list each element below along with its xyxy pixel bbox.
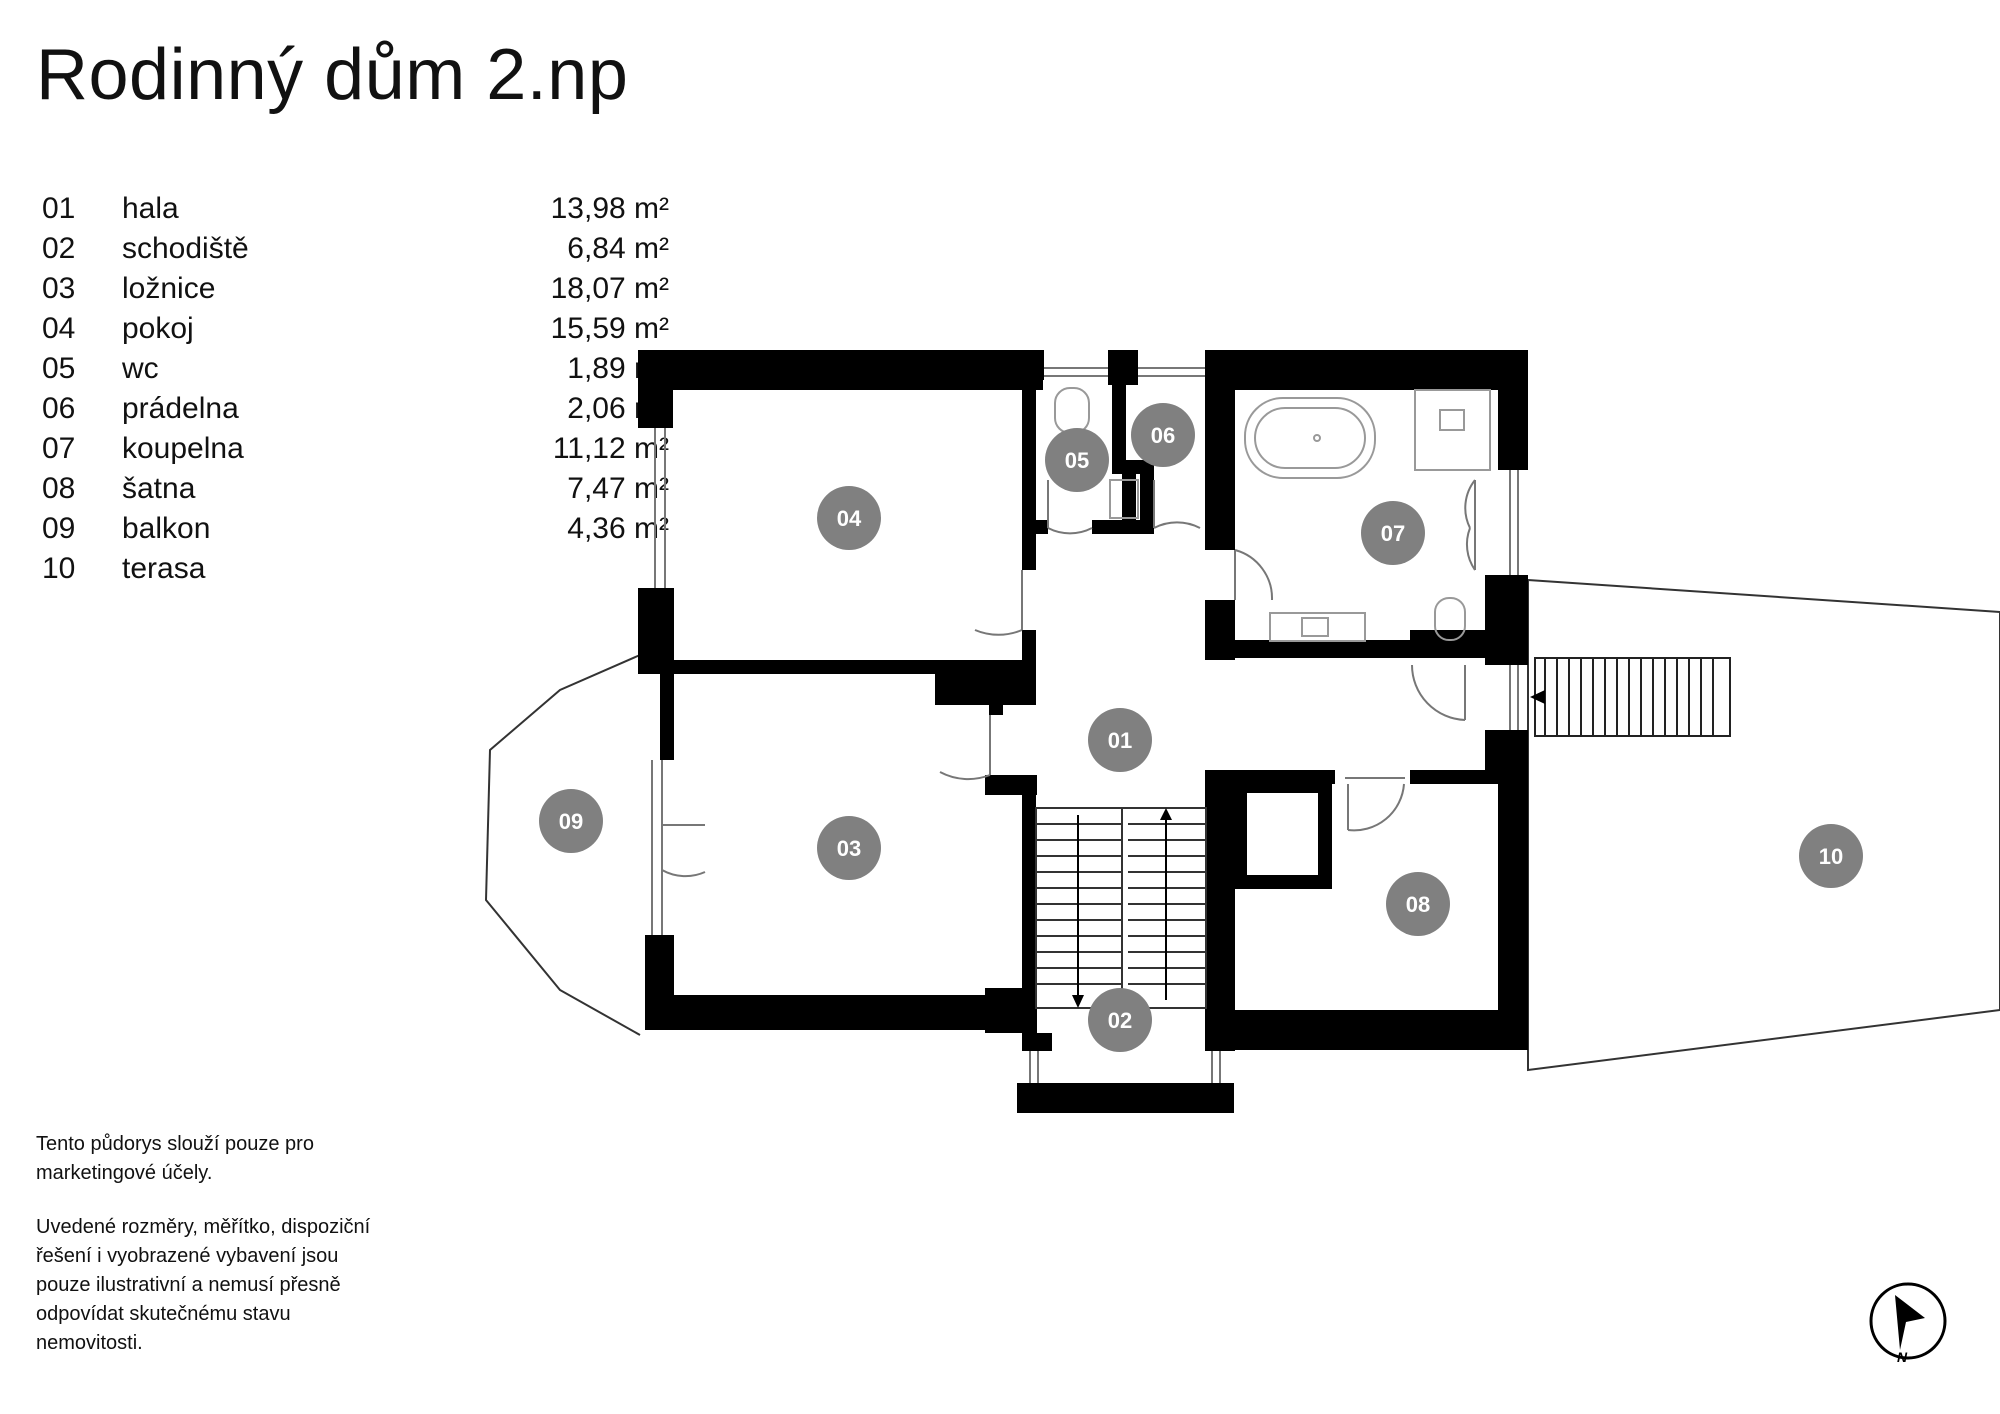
windows [651,367,1519,1083]
room-badge-09: 09 [539,789,603,853]
room-badge-label: 03 [837,836,861,861]
room-badge-label: 01 [1108,728,1132,753]
legend-row: 03 ložnice 18,07 m² [42,272,669,312]
terrace-outline [1527,578,2000,1072]
disclaimer: Tento půdorys slouží pouze pro marketing… [36,1130,396,1383]
stairs-down-arrow-icon [1072,995,1084,1008]
legend-row: 10 terasa [42,552,642,592]
legend-room-name: koupelna [122,432,244,465]
exterior-stairs [1534,657,1731,737]
legend-room-number: 02 [42,232,76,265]
compass-north-label: N [1897,1349,1908,1365]
stairs-arrow-icon [1530,690,1545,704]
room-badge-05: 05 [1045,428,1109,492]
legend-room-name: ložnice [122,272,216,305]
room-badge-label: 05 [1065,448,1089,473]
legend-row: 04 pokoj 15,59 m² [42,312,669,352]
room-badge-07: 07 [1361,501,1425,565]
room-badge-10: 10 [1799,824,1863,888]
room-badge-02: 02 [1088,988,1152,1052]
legend-room-number: 06 [42,392,76,425]
legend-room-number: 04 [42,312,76,345]
legend-room-name: šatna [122,472,196,505]
bathroom-fixtures [1054,387,1491,642]
legend-room-name: hala [122,192,179,225]
walls [638,350,1528,1113]
room-badge-label: 07 [1381,521,1405,546]
legend-room-number: 01 [42,192,76,225]
doors [661,479,1476,878]
room-badge-06: 06 [1131,403,1195,467]
legend-room-number: 10 [42,552,76,585]
room-legend: 01 hala 13,98 m² 02 schodiště 6,84 m² 03… [42,192,669,592]
legend-room-area: 13,98 m² [550,192,669,225]
legend-room-area: 4,36 m² [567,512,669,545]
legend-room-name: pokoj [122,312,194,345]
legend-room-number: 05 [42,352,76,385]
page-title: Rodinný dům 2.np [36,35,629,115]
disclaimer-text-2: Uvedené rozměry, měřítko, dispoziční řeš… [36,1216,371,1354]
room-badge-01: 01 [1088,708,1152,772]
room-badge-label: 02 [1108,1008,1132,1033]
legend-room-name: wc [122,352,159,385]
legend-room-area: 18,07 m² [550,272,669,305]
legend-row: 09 balkon 4,36 m² [42,512,669,552]
room-badge-label: 08 [1406,892,1430,917]
room-badge-08: 08 [1386,872,1450,936]
legend-room-name: schodiště [122,232,249,265]
legend-room-area: 7,47 m² [567,472,669,505]
legend-room-number: 07 [42,432,76,465]
room-badge-label: 09 [559,809,583,834]
compass-icon: N [1869,1282,1947,1365]
room-badge-label: 06 [1151,423,1175,448]
stairs-up-arrow-icon [1160,808,1172,820]
room-badge-label: 10 [1819,844,1843,869]
legend-room-name: terasa [122,552,206,585]
legend-row: 02 schodiště 6,84 m² [42,232,669,272]
legend-row: 01 hala 13,98 m² [42,192,669,232]
legend-room-name: balkon [122,512,211,545]
legend-room-area: 15,59 m² [550,312,669,345]
legend-room-area: 6,84 m² [567,232,669,265]
interior-stairs [1035,807,1207,1009]
legend-row: 07 koupelna 11,12 m² [42,432,669,472]
room-badge-03: 03 [817,816,881,880]
room-badge-label: 04 [837,506,862,531]
disclaimer-text-1: Tento půdorys slouží pouze pro marketing… [36,1133,314,1184]
legend-room-number: 09 [42,512,76,545]
balcony-outline [484,654,641,1036]
room-badge-04: 04 [817,486,881,550]
legend-room-number: 08 [42,472,76,505]
legend-room-name: prádelna [122,392,239,425]
legend-room-area: 11,12 m² [552,432,669,465]
legend-row: 08 šatna 7,47 m² [42,472,669,512]
legend-room-number: 03 [42,272,76,305]
